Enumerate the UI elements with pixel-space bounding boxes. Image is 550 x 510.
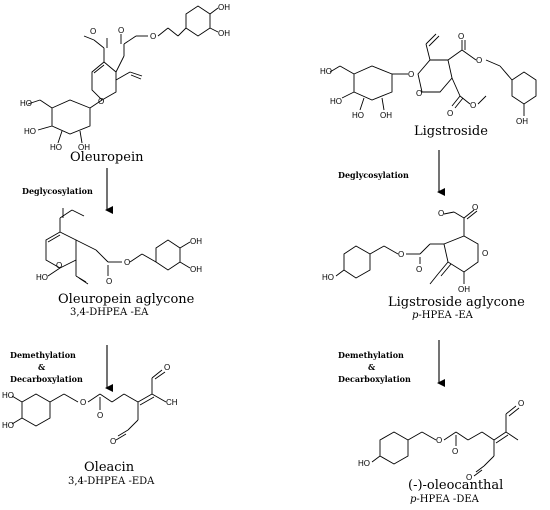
compound-code-oleuropein-aglycone: 3,4-DHPEA -EA <box>70 307 149 318</box>
step-label-right-ampersand: & <box>368 362 376 372</box>
svg-text:OH: OH <box>190 237 202 246</box>
svg-text:O: O <box>416 89 422 98</box>
compound-name-oleuropein-aglycone: Oleuropein aglycone <box>58 292 195 307</box>
svg-text:OH: OH <box>380 111 392 120</box>
svg-text:O: O <box>80 398 86 407</box>
step-label-left-deglycosylation: Deglycosylation <box>22 186 93 196</box>
svg-text:O: O <box>452 447 458 456</box>
structure-ligstroside: HO HO HO OH O O O O O O OH <box>320 32 537 126</box>
svg-text:HO: HO <box>24 127 36 136</box>
svg-text:HO: HO <box>352 111 364 120</box>
compound-name-ligstroside: Ligstroside <box>414 124 488 139</box>
svg-text:O: O <box>106 277 112 286</box>
svg-text:O: O <box>470 101 476 110</box>
svg-text:O: O <box>438 209 444 218</box>
compound-name-ligstroside-aglycone: Ligstroside aglycone <box>388 295 525 310</box>
svg-text:HO: HO <box>36 273 48 282</box>
svg-text:O: O <box>472 203 478 212</box>
svg-text:O: O <box>150 32 156 41</box>
compound-name-oleacin: Oleacin <box>84 460 135 475</box>
svg-text:O: O <box>56 261 62 270</box>
svg-text:CH: CH <box>166 398 178 407</box>
svg-text:OH: OH <box>458 285 470 294</box>
compound-name-oleuropein: Oleuropein <box>70 150 144 165</box>
compound-name-oleocanthal: (-)-oleocanthal <box>408 478 504 493</box>
svg-text:O: O <box>518 399 524 408</box>
structure-oleuropein-aglycone: HO O O O OH OH <box>36 208 202 286</box>
svg-text:O: O <box>482 249 488 258</box>
svg-text:OH: OH <box>190 265 202 274</box>
svg-text:HO: HO <box>50 143 62 152</box>
step-label-right-decarboxylation: Decarboxylation <box>338 374 411 384</box>
svg-text:O: O <box>408 70 414 79</box>
structure-oleacin: HO HO O O O CH O <box>2 363 178 446</box>
svg-text:O: O <box>90 27 96 36</box>
svg-text:HO: HO <box>320 67 332 76</box>
svg-text:HO: HO <box>322 273 334 282</box>
svg-text:HO: HO <box>2 421 14 430</box>
svg-text:O: O <box>398 250 404 259</box>
compound-code-ligstroside-aglycone: p-HPEA -EA <box>412 310 473 321</box>
svg-text:O: O <box>124 258 130 267</box>
svg-text:O: O <box>97 411 103 420</box>
structure-oleocanthal: HO O O O O <box>358 399 524 482</box>
svg-text:O: O <box>118 26 124 35</box>
compound-code-oleacin: 3,4-DHPEA -EDA <box>68 476 155 487</box>
svg-text:O: O <box>447 109 453 118</box>
svg-text:O: O <box>164 363 170 372</box>
svg-text:HO: HO <box>2 391 14 400</box>
compound-code-oleocanthal: p-HPEA -DEA <box>410 494 479 505</box>
svg-text:HO: HO <box>358 459 370 468</box>
svg-text:O: O <box>98 97 104 106</box>
step-label-right-deglycosylation: Deglycosylation <box>338 170 409 180</box>
svg-text:HO: HO <box>330 97 342 106</box>
svg-text:O: O <box>458 32 464 41</box>
step-label-left-ampersand: & <box>38 362 46 372</box>
svg-text:O: O <box>110 437 116 446</box>
structure-oleuropein: O O O O HO HO HO OH OH OH <box>20 3 230 152</box>
svg-text:OH: OH <box>218 3 230 12</box>
svg-text:O: O <box>466 473 472 482</box>
svg-text:OH: OH <box>516 117 528 126</box>
svg-text:OH: OH <box>78 143 90 152</box>
structure-ligstroside-aglycone: HO O O O O O OH <box>322 203 488 294</box>
svg-text:O: O <box>476 56 482 65</box>
svg-text:O: O <box>436 436 442 445</box>
step-label-right-demethylation: Demethylation <box>338 350 404 360</box>
step-label-left-decarboxylation: Decarboxylation <box>10 374 83 384</box>
svg-text:OH: OH <box>218 29 230 38</box>
svg-text:HO: HO <box>20 99 32 108</box>
svg-text:O: O <box>416 265 422 274</box>
step-label-left-demethylation: Demethylation <box>10 350 76 360</box>
